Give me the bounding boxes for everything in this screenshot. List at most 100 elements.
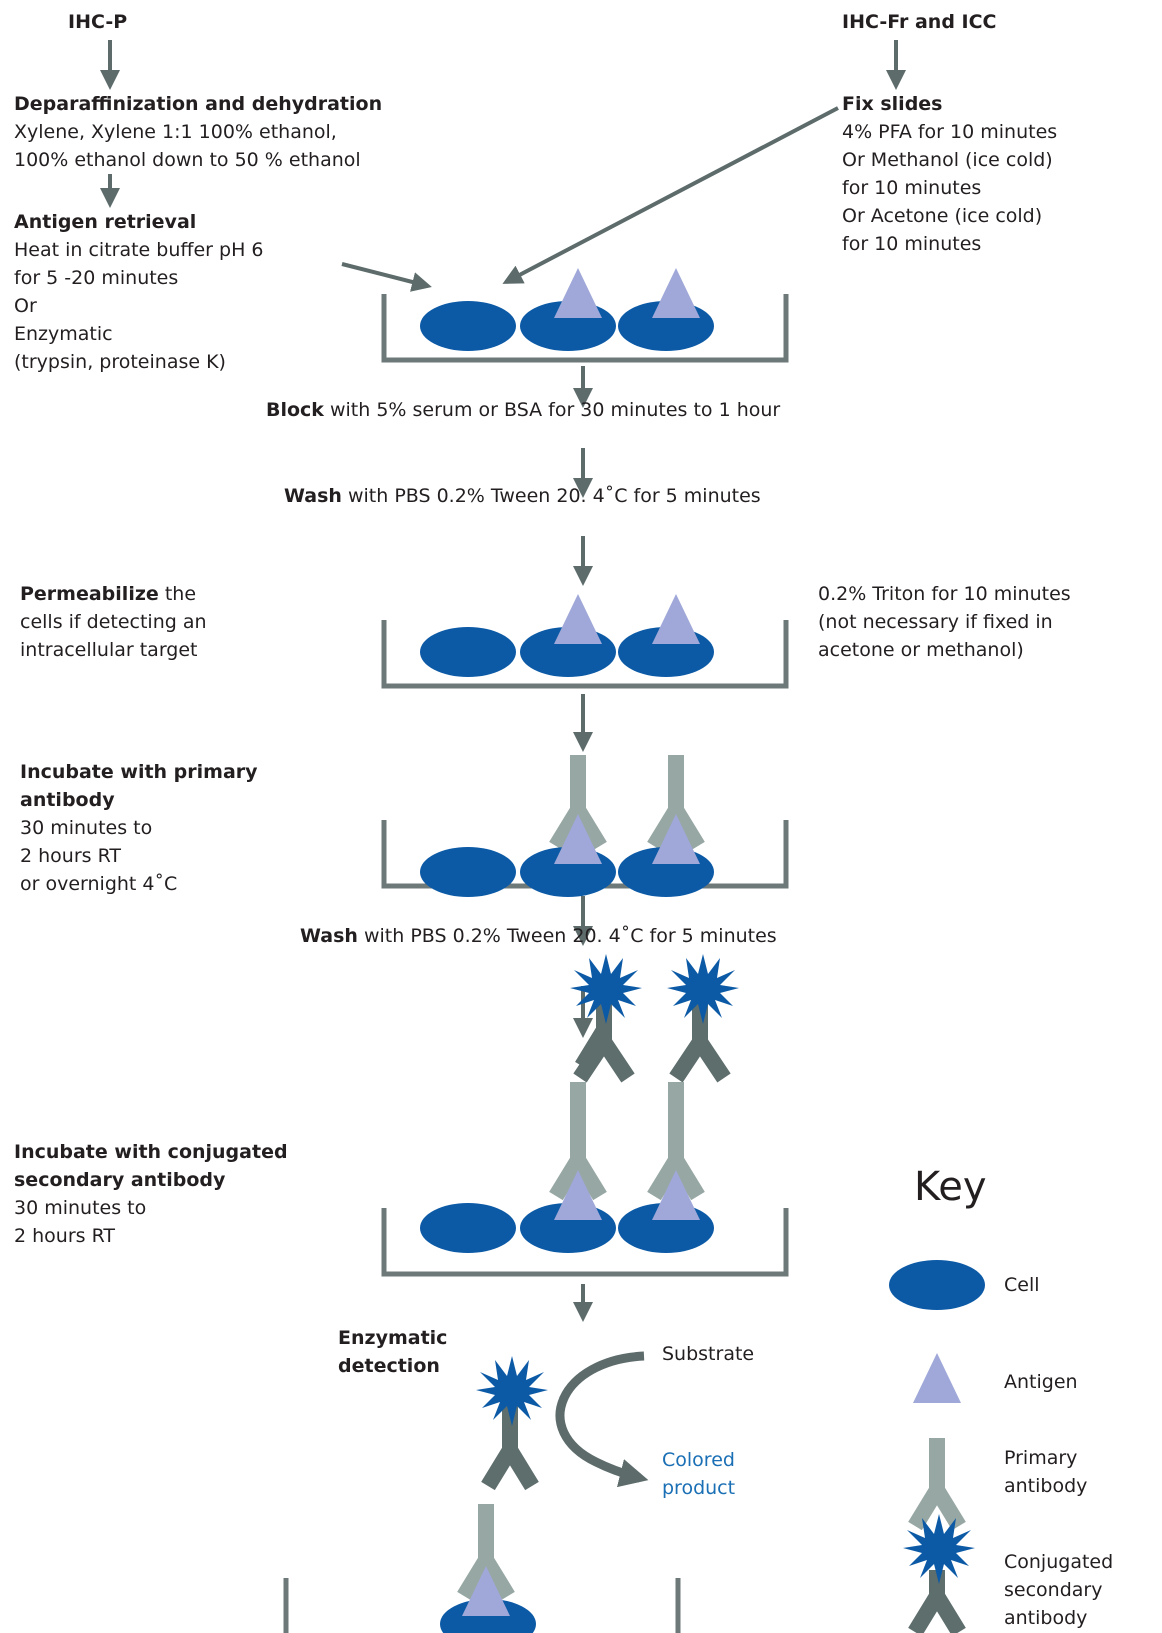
down-arrow-icon (100, 40, 906, 208)
colored-product-label: Colored product (662, 1446, 735, 1502)
deparaffinization-block: Deparaffinization and dehydration Xylene… (14, 90, 382, 174)
key-secondary-label: Conjugated secondary antibody (1004, 1548, 1113, 1632)
permeabilize-text: the (158, 583, 197, 605)
wash-step-1: Wash with PBS 0.2% Tween 20. 4˚C for 5 m… (284, 482, 761, 510)
permeabilize-note-line: (not necessary if fixed in (818, 611, 1053, 633)
substrate-label: Substrate (662, 1343, 755, 1365)
key-primary-label: Primary antibody (1004, 1444, 1087, 1500)
primary-antibody-icon (647, 1082, 705, 1201)
antigen-icon (652, 268, 700, 318)
fix-slides-line: Or Acetone (ice cold) (842, 205, 1043, 227)
block-step-label: Block (266, 399, 324, 421)
permeabilize-block: Permeabilize the cells if detecting an i… (20, 580, 207, 664)
deparaffinization-line: Xylene, Xylene 1:1 100% ethanol, (14, 121, 337, 143)
wash-step-label: Wash (284, 485, 342, 507)
primary-incubation-heading: Incubate with primary (20, 761, 258, 783)
key-cell-label: Cell (1004, 1274, 1040, 1296)
antigen-icon (554, 594, 602, 644)
fix-slides-line: 4% PFA for 10 minutes (842, 121, 1058, 143)
key-primary-line: antibody (1004, 1475, 1088, 1497)
enzymatic-detection-line: detection (338, 1355, 440, 1377)
antigen-retrieval-line: Heat in citrate buffer pH 6 (14, 239, 264, 261)
enzymatic-detection-label: Enzymatic detection (338, 1324, 447, 1380)
deparaffinization-line: 100% ethanol down to 50 % ethanol (14, 149, 361, 171)
cell-icon (420, 301, 516, 351)
antigen-retrieval-line: Or (14, 295, 37, 317)
antigen-retrieval-heading: Antigen retrieval (14, 211, 197, 233)
secondary-incubation-line: 30 minutes to (14, 1197, 147, 1219)
wash-step-text: with PBS 0.2% Tween 20. 4˚C for 5 minute… (357, 925, 777, 947)
colored-product-line: product (662, 1477, 736, 1499)
permeabilize-line: intracellular target (20, 639, 198, 661)
conjugate-star-icon (667, 954, 739, 1024)
permeabilize-note-line: acetone or methanol) (818, 639, 1024, 661)
permeabilize-note-line: 0.2% Triton for 10 minutes (818, 583, 1071, 605)
cell-icon (440, 1599, 536, 1633)
antigen-icon (652, 814, 700, 864)
fix-slides-line: for 10 minutes (842, 233, 982, 255)
primary-antibody-icon (549, 755, 607, 851)
antigen-retrieval-line: (trypsin, proteinase K) (14, 351, 226, 373)
permeabilize-heading: Permeabilize (20, 583, 159, 605)
slide-tray-icon (381, 755, 789, 897)
cell-icon (420, 627, 516, 677)
to-tray-arrows (341, 106, 839, 292)
fix-slides-line: Or Methanol (ice cold) (842, 149, 1053, 171)
antigen-icon (554, 268, 602, 318)
primary-incubation-line: 30 minutes to (20, 817, 153, 839)
conjugate-star-icon (476, 1356, 548, 1426)
fix-slides-block: Fix slides 4% PFA for 10 minutes Or Meth… (842, 90, 1057, 258)
secondary-incubation-block: Incubate with conjugated secondary antib… (14, 1138, 288, 1250)
cell-icon (420, 1203, 516, 1253)
primary-antibody-icon (908, 1438, 966, 1531)
antigen-icon (652, 1170, 700, 1220)
permeabilize-note: 0.2% Triton for 10 minutes (not necessar… (818, 580, 1071, 664)
primary-antibody-icon (457, 1504, 515, 1601)
block-step: Block with 5% serum or BSA for 30 minute… (266, 396, 780, 424)
colored-product-line: Colored (662, 1449, 735, 1471)
substrate-to-product-arrow (555, 1351, 649, 1488)
secondary-incubation-heading: Incubate with conjugated (14, 1141, 288, 1163)
slide-tray-icon (381, 268, 789, 363)
permeabilize-line: cells if detecting an (20, 611, 207, 633)
key-icons (889, 1260, 985, 1633)
key-title: Key (914, 1164, 987, 1210)
cell-icon (889, 1260, 985, 1310)
key-primary-line: Primary (1004, 1447, 1078, 1469)
antigen-icon (652, 594, 700, 644)
slide-tray-icon (381, 954, 789, 1277)
key-secondary-line: secondary (1004, 1579, 1103, 1601)
block-step-text: with 5% serum or BSA for 30 minutes to 1… (323, 399, 781, 421)
key-secondary-line: Conjugated (1004, 1551, 1114, 1573)
wash-step-text: with PBS 0.2% Tween 20. 4˚C for 5 minute… (341, 485, 761, 507)
primary-incubation-line: or overnight 4˚C (20, 873, 178, 895)
key-antigen-label: Antigen (1004, 1371, 1078, 1393)
slide-tray-icon (283, 1356, 681, 1633)
conjugated-secondary-antibody-icon (908, 1570, 966, 1633)
primary-incubation-block: Incubate with primary antibody 30 minute… (20, 758, 258, 898)
conjugate-star-icon (570, 954, 642, 1024)
deparaffinization-heading: Deparaffinization and dehydration (14, 93, 383, 115)
wash-step-label: Wash (300, 925, 358, 947)
enzymatic-detection-line: Enzymatic (338, 1327, 448, 1349)
antigen-retrieval-line: Enzymatic (14, 323, 113, 345)
antigen-icon (462, 1566, 510, 1616)
antigen-retrieval-line: for 5 -20 minutes (14, 267, 179, 289)
primary-incubation-heading: antibody (20, 789, 115, 811)
key-secondary-line: antibody (1004, 1607, 1088, 1629)
primary-antibody-icon (549, 1082, 607, 1201)
antigen-retrieval-block: Antigen retrieval Heat in citrate buffer… (14, 208, 264, 376)
fix-slides-line: for 10 minutes (842, 177, 982, 199)
antigen-icon (913, 1353, 961, 1403)
antigen-icon (554, 1170, 602, 1220)
slide-tray-icon (381, 594, 789, 689)
antigen-icon (554, 814, 602, 864)
primary-antibody-icon (647, 755, 705, 851)
fix-slides-heading: Fix slides (842, 93, 943, 115)
wash-step-2: Wash with PBS 0.2% Tween 20. 4˚C for 5 m… (300, 922, 777, 950)
primary-incubation-line: 2 hours RT (20, 845, 122, 867)
secondary-incubation-heading: secondary antibody (14, 1169, 226, 1191)
cell-icon (420, 847, 516, 897)
